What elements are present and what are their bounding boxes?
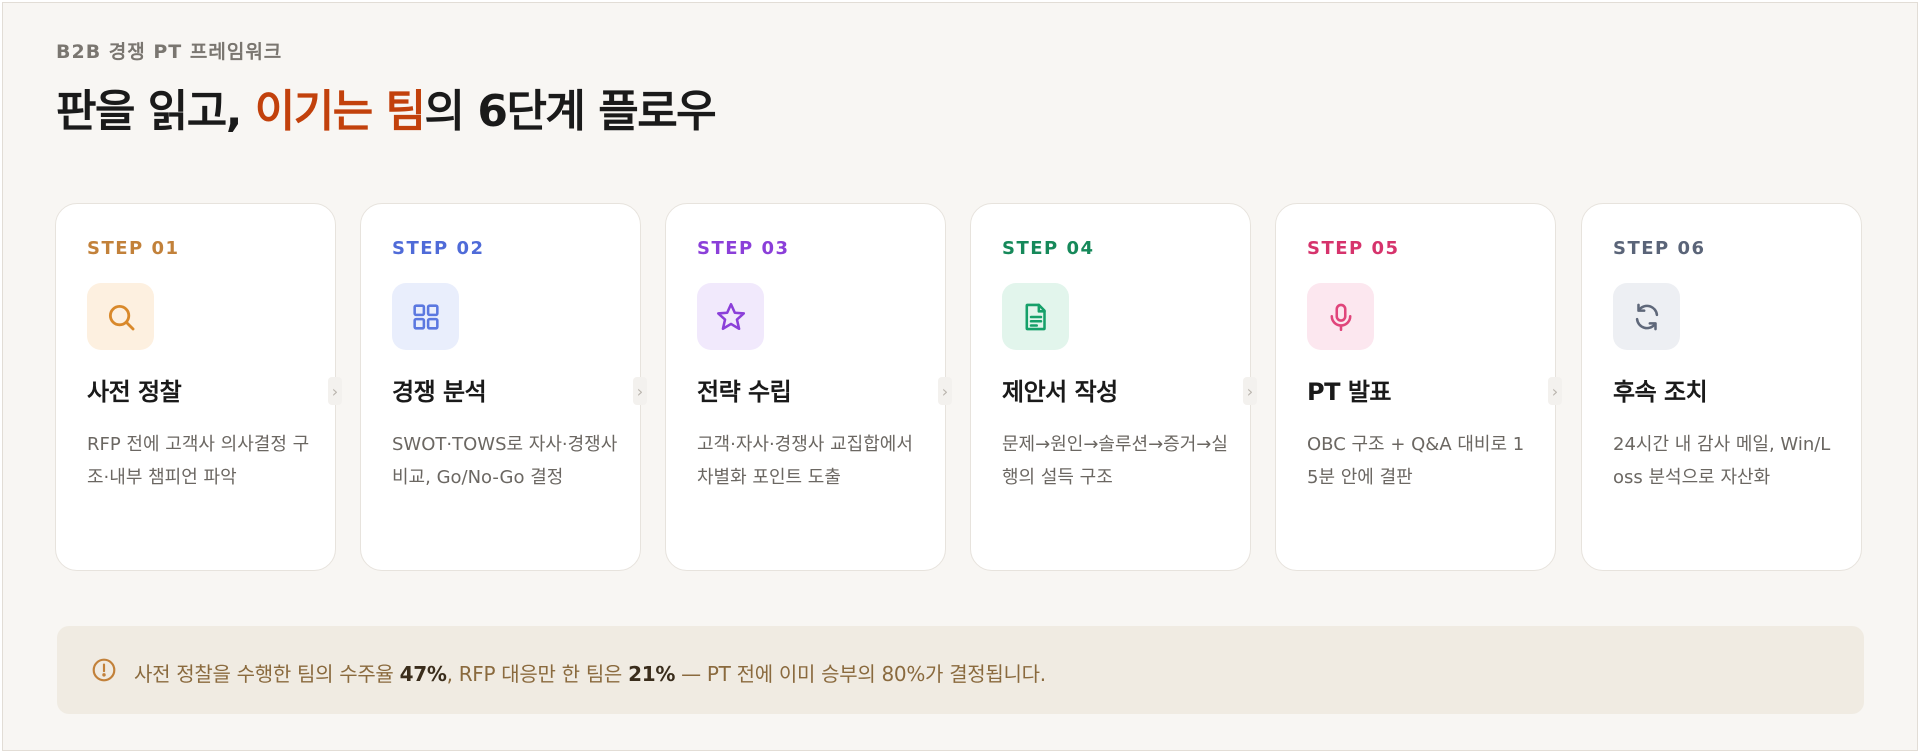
step-description: 문제→원인→솔루션→증거→실행의 설득 구조 bbox=[1002, 434, 1228, 488]
info-circle-icon bbox=[92, 658, 116, 682]
star-icon bbox=[697, 283, 764, 350]
step-title: 제안서 작성 bbox=[1002, 378, 1118, 406]
title-accent: 이기는 팀 bbox=[254, 86, 426, 137]
step-description: SWOT·TOWS로 자사·경쟁사 비교, Go/No-Go 결정 bbox=[392, 434, 618, 488]
step-label: STEP 06 bbox=[1613, 238, 1706, 259]
title-suffix: 의 6단계 플로우 bbox=[424, 86, 717, 137]
step-card-05: STEP 05 PT 발표 OBC 구조 + Q&A 대비로 15분 안에 결판 bbox=[1275, 203, 1556, 571]
step-label: STEP 03 bbox=[697, 238, 790, 259]
step-card-01: STEP 01 사전 정찰 RFP 전에 고객사 의사결정 구조·내부 챔피언 … bbox=[55, 203, 336, 571]
chevron-right-icon: › bbox=[1243, 377, 1257, 405]
grid-icon bbox=[392, 283, 459, 350]
step-label: STEP 01 bbox=[87, 238, 180, 259]
step-label: STEP 05 bbox=[1307, 238, 1400, 259]
step-card-02: STEP 02 경쟁 분석 SWOT·TOWS로 자사·경쟁사 비교, Go/N… bbox=[360, 203, 641, 571]
step-title: 사전 정찰 bbox=[87, 378, 182, 406]
insight-notice: 사전 정찰을 수행한 팀의 수주율 47%, RFP 대응만 한 팀은 21% … bbox=[57, 626, 1864, 714]
step-label: STEP 04 bbox=[1002, 238, 1095, 259]
notice-part2: , RFP 대응만 한 팀은 bbox=[446, 662, 629, 686]
step-title: 경쟁 분석 bbox=[392, 378, 487, 406]
notice-part1: 사전 정찰을 수행한 팀의 수주율 bbox=[134, 662, 400, 686]
chevron-right-icon: › bbox=[938, 377, 952, 405]
step-card-06: STEP 06 후속 조치 24시간 내 감사 메일, Win/Loss 분석으… bbox=[1581, 203, 1862, 571]
chevron-right-icon: › bbox=[633, 377, 647, 405]
step-card-03: STEP 03 전략 수립 고객·자사·경쟁사 교집합에서 차별화 포인트 도출 bbox=[665, 203, 946, 571]
notice-value-scouting: 47% bbox=[399, 662, 447, 686]
document-icon bbox=[1002, 283, 1069, 350]
notice-part3: — PT 전에 이미 승부의 80%가 결정됩니다. bbox=[675, 662, 1046, 686]
step-title: 후속 조치 bbox=[1613, 378, 1708, 406]
step-description: 24시간 내 감사 메일, Win/Loss 분석으로 자산화 bbox=[1613, 434, 1831, 488]
step-title: 전략 수립 bbox=[697, 378, 792, 406]
step-description: RFP 전에 고객사 의사결정 구조·내부 챔피언 파악 bbox=[87, 434, 310, 488]
step-card-04: STEP 04 제안서 작성 문제→원인→솔루션→증거→실행의 설득 구조 bbox=[970, 203, 1251, 571]
step-description: OBC 구조 + Q&A 대비로 15분 안에 결판 bbox=[1307, 434, 1525, 488]
step-title: PT 발표 bbox=[1307, 378, 1391, 406]
chevron-right-icon: › bbox=[328, 377, 342, 405]
step-description: 고객·자사·경쟁사 교집합에서 차별화 포인트 도출 bbox=[697, 434, 913, 488]
microphone-icon bbox=[1307, 283, 1374, 350]
chevron-right-icon: › bbox=[1548, 377, 1562, 405]
notice-value-rfp: 21% bbox=[628, 662, 676, 686]
step-label: STEP 02 bbox=[392, 238, 485, 259]
notice-text: 사전 정찰을 수행한 팀의 수주율 47%, RFP 대응만 한 팀은 21% … bbox=[134, 658, 1046, 687]
refresh-icon bbox=[1613, 283, 1680, 350]
eyebrow-label: B2B 경쟁 PT 프레임워크 bbox=[56, 41, 283, 63]
search-icon bbox=[87, 283, 154, 350]
page-title: 판을 읽고, 이기는 팀의 6단계 플로우 bbox=[56, 75, 717, 139]
title-prefix: 판을 읽고, bbox=[56, 86, 255, 137]
